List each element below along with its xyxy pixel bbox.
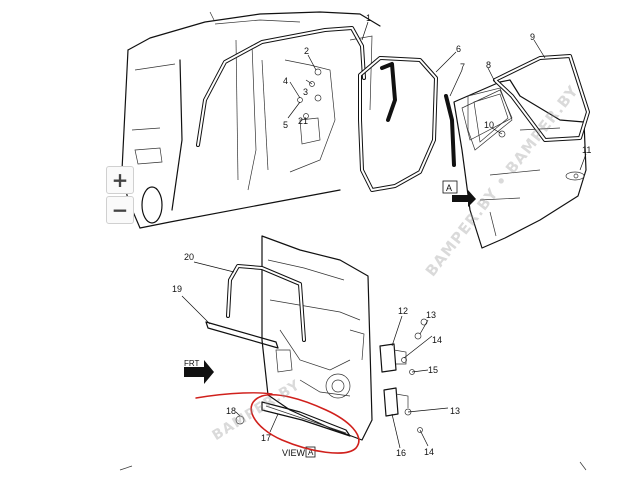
view-a-direction-arrow bbox=[442, 180, 476, 207]
view-marker: A bbox=[308, 448, 314, 457]
vehicle-body-outline bbox=[121, 11, 381, 229]
corner-mark-right bbox=[579, 461, 587, 471]
callout-20: 20 bbox=[184, 252, 194, 262]
callout-16: 16 bbox=[396, 448, 406, 458]
front-direction-arrow bbox=[184, 360, 214, 384]
rear-door-outline bbox=[453, 79, 587, 249]
callout-19: 19 bbox=[172, 284, 182, 294]
callout-10: 10 bbox=[484, 120, 494, 130]
door-primary-weatherstrip bbox=[358, 56, 438, 192]
callout-2: 2 bbox=[304, 46, 309, 56]
belt-molding bbox=[205, 321, 279, 349]
front-arrow-label: FRT bbox=[184, 359, 200, 368]
corner-mark-left bbox=[119, 465, 133, 471]
leader-lines bbox=[181, 21, 587, 449]
callout-11: 11 bbox=[582, 145, 591, 155]
callout-13-upper: 13 bbox=[426, 310, 436, 320]
callout-13-lower: 13 bbox=[450, 406, 460, 416]
callout-9: 9 bbox=[530, 32, 535, 42]
door-hinges bbox=[379, 343, 409, 417]
callout-21: 21 bbox=[298, 116, 308, 126]
callout-5: 5 bbox=[283, 120, 288, 130]
body-side-weatherstrip bbox=[196, 26, 366, 147]
callout-7: 7 bbox=[460, 62, 465, 72]
callout-14-lower: 14 bbox=[424, 447, 434, 457]
callout-8: 8 bbox=[486, 60, 491, 70]
callout-6: 6 bbox=[456, 44, 461, 54]
callout-15: 15 bbox=[428, 365, 438, 375]
door-edge-seal bbox=[444, 94, 456, 167]
zoom-out-button[interactable]: − bbox=[106, 196, 134, 224]
view-marker-box bbox=[305, 446, 316, 458]
callout-4: 4 bbox=[283, 76, 288, 86]
highlight-annotation bbox=[195, 392, 360, 454]
view-arrow-letter: A bbox=[446, 183, 452, 193]
callout-17: 17 bbox=[261, 433, 271, 443]
window-channel bbox=[226, 264, 306, 342]
door-inner-panel bbox=[261, 235, 373, 441]
lower-door-seal bbox=[261, 401, 351, 437]
zoom-in-button[interactable]: + bbox=[106, 166, 134, 194]
secondary-weatherstrip bbox=[380, 62, 397, 122]
callout-18: 18 bbox=[226, 406, 236, 416]
view-label: VIEW bbox=[282, 448, 306, 458]
callout-3: 3 bbox=[303, 87, 308, 97]
callout-14-upper: 14 bbox=[432, 335, 442, 345]
callout-1: 1 bbox=[366, 13, 371, 23]
callout-12: 12 bbox=[398, 306, 408, 316]
